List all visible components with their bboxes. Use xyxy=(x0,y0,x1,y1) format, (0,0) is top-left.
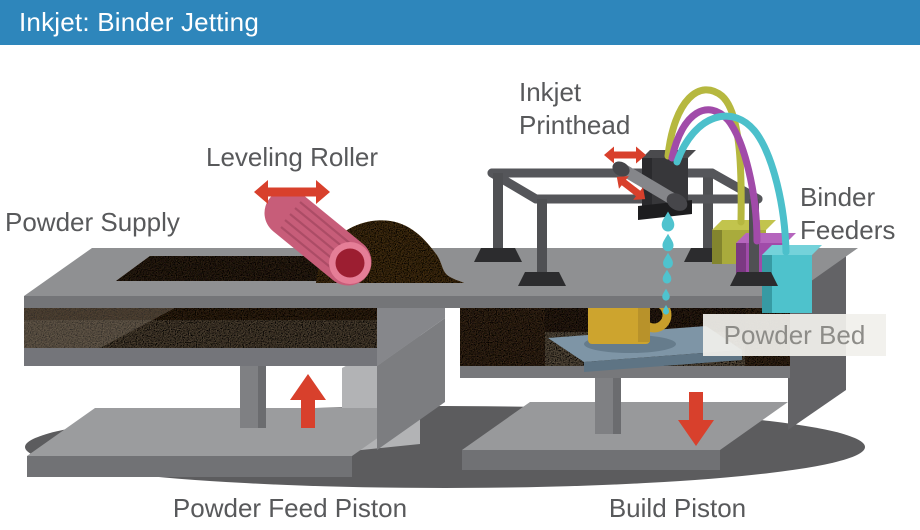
build-piston-label: Build Piston xyxy=(608,493,747,523)
feed-piston-platform xyxy=(27,408,420,456)
leveling-roller-motion-arrow xyxy=(254,180,330,204)
printhead-x-motion-arrow xyxy=(604,146,646,164)
gantry-foot xyxy=(474,248,522,262)
title-bar: Inkjet: Binder Jetting xyxy=(0,0,920,45)
binder-tubes xyxy=(664,86,790,256)
binder-tube-teal xyxy=(673,112,790,256)
inkjet-printhead xyxy=(612,150,696,220)
carriage-rod xyxy=(618,163,680,207)
feed-piston-up-arrow xyxy=(290,374,326,428)
binder-feeder-boxes xyxy=(712,199,822,313)
powder-supply-label: Powder Supply xyxy=(5,207,180,237)
powder-feed-piston-label: Powder Feed Piston xyxy=(172,493,408,523)
printhead-y-motion-arrow xyxy=(616,176,646,200)
leveling-roller-label: Leveling Roller xyxy=(206,142,378,172)
binder-droplets xyxy=(661,211,675,315)
page-title: Inkjet: Binder Jetting xyxy=(19,7,259,37)
gantry-foot xyxy=(730,272,778,286)
roller-end-core xyxy=(335,248,365,278)
motion-arrows xyxy=(254,146,714,446)
build-piston-down-arrow xyxy=(678,392,714,446)
inkjet-printhead-label: Inkjet Printhead xyxy=(519,77,631,141)
powder-bed-label: Powder Bed xyxy=(703,314,886,356)
binder-feeders-label: Binder Feeders xyxy=(800,182,896,246)
binder-tube-olive xyxy=(664,86,745,226)
binder-tube-purple xyxy=(668,106,761,245)
build-piston-platform xyxy=(462,402,788,450)
powder-supply-layer-dark xyxy=(24,308,377,320)
leveling-roller xyxy=(264,189,372,286)
gantry-foot xyxy=(518,272,566,286)
powder-supply-layer xyxy=(24,320,377,348)
